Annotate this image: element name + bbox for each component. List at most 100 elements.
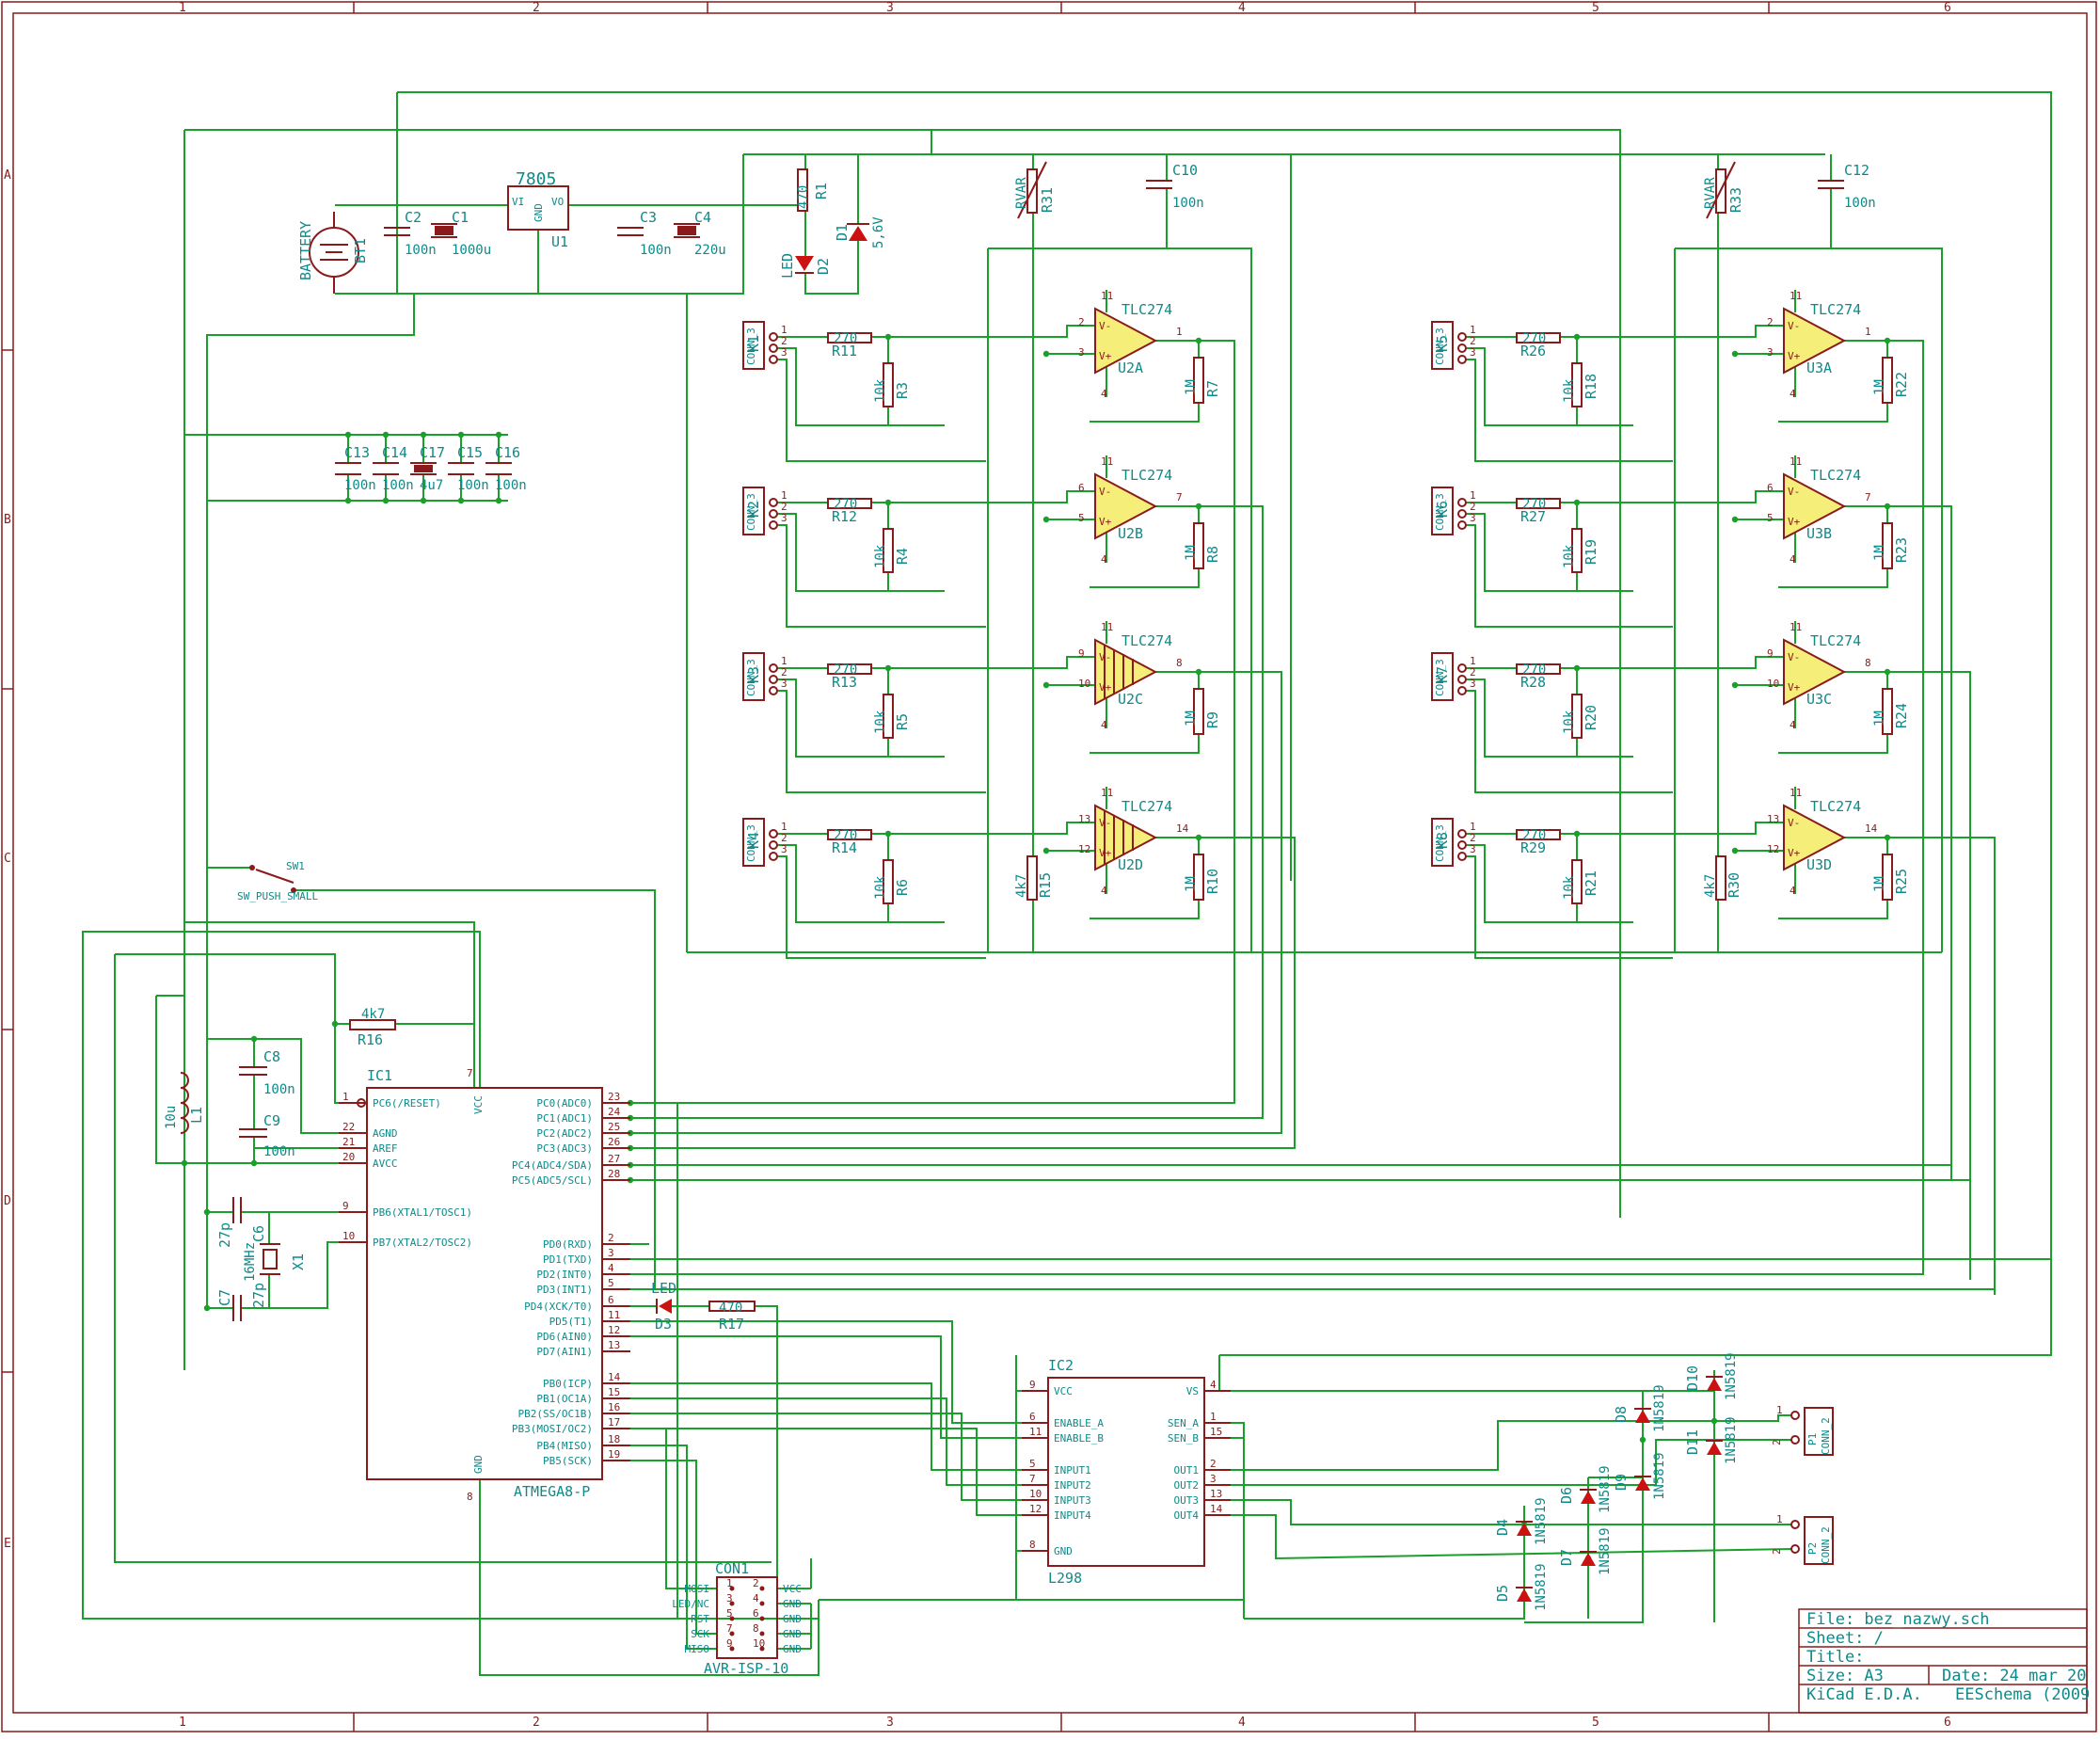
- mcu-pin-name: PD1(TXD): [543, 1253, 593, 1266]
- rf-ref: R9: [1204, 711, 1221, 728]
- noninv-sign: V+: [1099, 350, 1112, 362]
- rf-value: 1M: [1184, 710, 1199, 726]
- mcu-pin-name: PB2(SS/OC1B): [518, 1408, 593, 1420]
- conn3-label: CONN_3: [1434, 493, 1446, 531]
- l1-value: 10u: [164, 1106, 179, 1129]
- zone-col-bottom: 2: [533, 1716, 540, 1730]
- p2-connector: 1 2 P2 CONN_2: [1771, 1513, 1834, 1565]
- reg-vo: VO: [551, 196, 564, 208]
- isp-pin-number: 5: [726, 1607, 733, 1620]
- pin-gnd: 4: [1790, 885, 1796, 897]
- diode-value: 1N5819: [1534, 1497, 1549, 1545]
- mcu-pin-number: 18: [608, 1433, 620, 1445]
- pin-gnd: 4: [1790, 719, 1796, 731]
- con1-ref: CON1: [715, 1560, 749, 1577]
- noninv-sign: V+: [1099, 516, 1112, 528]
- diode-value: 1N5819: [1534, 1563, 1549, 1611]
- isp-pin-number: 6: [753, 1607, 759, 1620]
- svg-text:2: 2: [1771, 1548, 1783, 1555]
- isp-pin-number: 1: [726, 1577, 733, 1589]
- opamp-part: TLC274: [1122, 632, 1172, 649]
- noninv-sign: V+: [1099, 681, 1112, 694]
- r31-ref: R31: [1039, 187, 1056, 213]
- rp-value: 10k: [1562, 875, 1577, 900]
- diode-ref: D7: [1558, 1549, 1575, 1566]
- pin-out: 1: [1176, 326, 1183, 338]
- driver-pin-name: OUT4: [1174, 1509, 1200, 1522]
- pin-out: 14: [1865, 822, 1878, 835]
- ic1-vcc-pin: 7: [467, 1067, 473, 1079]
- power-supply: BT1 BATTERY C2 100n C1 1000u 7805 VI VO …: [297, 168, 886, 294]
- isp-right-label: GND: [783, 1628, 802, 1640]
- rf-ref: R23: [1893, 537, 1910, 563]
- c1-capacitor: C1 1000u: [431, 209, 491, 258]
- driver-pin-number: 4: [1210, 1379, 1217, 1391]
- mcu-pin-number: 6: [608, 1294, 614, 1306]
- driver-pin-name: OUT3: [1174, 1494, 1200, 1507]
- conn3-ref: K5: [1434, 335, 1451, 352]
- pin-neg: 13: [1767, 813, 1779, 825]
- rf-value: 1M: [1184, 379, 1199, 395]
- zone-col-top: 3: [886, 1, 894, 15]
- status-led: LED D3 470 R17: [651, 1280, 756, 1333]
- c12-ref: C12: [1844, 162, 1869, 179]
- diode-value: 1N5819: [1652, 1452, 1667, 1500]
- c9-ref: C9: [263, 1112, 280, 1129]
- inv-sign: V-: [1099, 817, 1111, 829]
- r1-value: 470: [796, 185, 811, 209]
- rp-ref: R4: [894, 548, 911, 565]
- rin-value: 270: [1522, 331, 1546, 346]
- pin-out: 8: [1865, 657, 1871, 669]
- mcu-pin-number: 2: [608, 1232, 614, 1244]
- r17-ref: R17: [719, 1316, 744, 1333]
- r1-resistor: 470 R1: [796, 168, 830, 212]
- noninv-sign: V+: [1788, 516, 1801, 528]
- con1-part: AVR-ISP-10: [704, 1660, 788, 1677]
- isp-pin-number: 7: [726, 1622, 733, 1635]
- pin-pos: 5: [1078, 512, 1085, 524]
- rp-value: 10k: [1562, 378, 1577, 403]
- pin-number: 2: [1470, 832, 1476, 844]
- inv-sign: V-: [1788, 320, 1800, 332]
- driver-pin-number: 7: [1029, 1473, 1036, 1485]
- driver-pin-name: GND: [1054, 1545, 1073, 1557]
- driver-pin-name: VS: [1186, 1385, 1199, 1397]
- p2-value: CONN_2: [1820, 1526, 1832, 1564]
- driver-pin-number: 11: [1029, 1426, 1042, 1438]
- rin-ref: R26: [1520, 343, 1546, 359]
- reg-gnd: GND: [533, 203, 545, 222]
- rp-value: 10k: [1562, 710, 1577, 734]
- c8-ref: C8: [263, 1048, 280, 1065]
- r15-value: 4k7: [1014, 874, 1029, 898]
- driver-pin-number: 9: [1029, 1379, 1036, 1391]
- zone-row-left: C: [4, 852, 11, 866]
- diode-value: 1N5819: [1598, 1527, 1613, 1575]
- driver-pin-number: 1: [1210, 1411, 1217, 1423]
- c4-ref: C4: [694, 209, 711, 226]
- rin-ref: R14: [832, 839, 857, 856]
- conn3-label: CONN_3: [745, 824, 757, 862]
- zone-col-top: 1: [179, 1, 186, 15]
- pin-vdd: 11: [1790, 621, 1802, 633]
- opamp-part: TLC274: [1810, 467, 1861, 484]
- mcu-pin-number: 28: [608, 1168, 620, 1180]
- pin-gnd: 4: [1101, 553, 1107, 566]
- driver-pin-name: INPUT2: [1054, 1479, 1091, 1492]
- conn3-ref: K3: [745, 666, 762, 683]
- noninv-sign: V+: [1788, 681, 1801, 694]
- conn3-label: CONN_3: [1434, 659, 1446, 696]
- pin-out: 8: [1176, 657, 1183, 669]
- c7-ref: C7: [216, 1289, 233, 1306]
- pin-gnd: 4: [1101, 885, 1107, 897]
- x1-value: 16MHz: [243, 1242, 258, 1282]
- rp-value: 10k: [1562, 544, 1577, 568]
